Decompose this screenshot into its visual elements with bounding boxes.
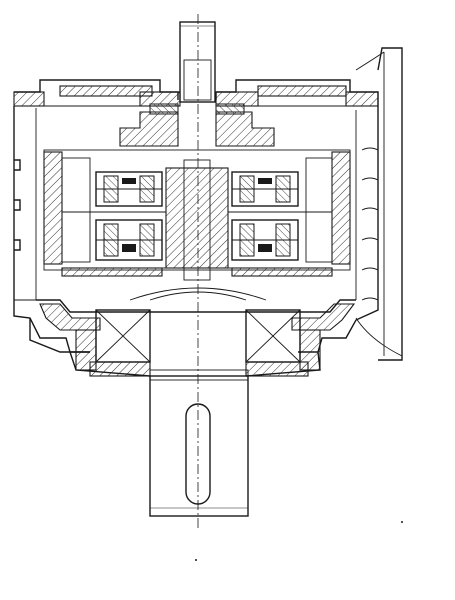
output-shaft-keyway <box>185 403 211 505</box>
planet-gear-right-lower <box>231 219 299 261</box>
stray-mark <box>401 521 403 523</box>
top-cover <box>13 79 379 147</box>
planet-gear-left-upper <box>95 171 163 207</box>
planetary-stage-upper <box>43 149 351 281</box>
output-bearings <box>69 309 321 377</box>
housing-bolts-left <box>14 159 21 251</box>
input-shaft <box>179 21 216 103</box>
output-shaft <box>149 369 249 517</box>
gear-housing <box>13 106 379 353</box>
fin-marks <box>361 147 379 301</box>
cooling-fins <box>355 47 403 361</box>
planet-gear-right-upper <box>231 171 299 207</box>
stray-mark <box>195 559 197 561</box>
planetary-stage-lower <box>61 211 333 277</box>
planet-gear-left-lower <box>95 219 163 261</box>
sun-gear <box>165 167 229 269</box>
mounting-flange <box>14 299 90 353</box>
